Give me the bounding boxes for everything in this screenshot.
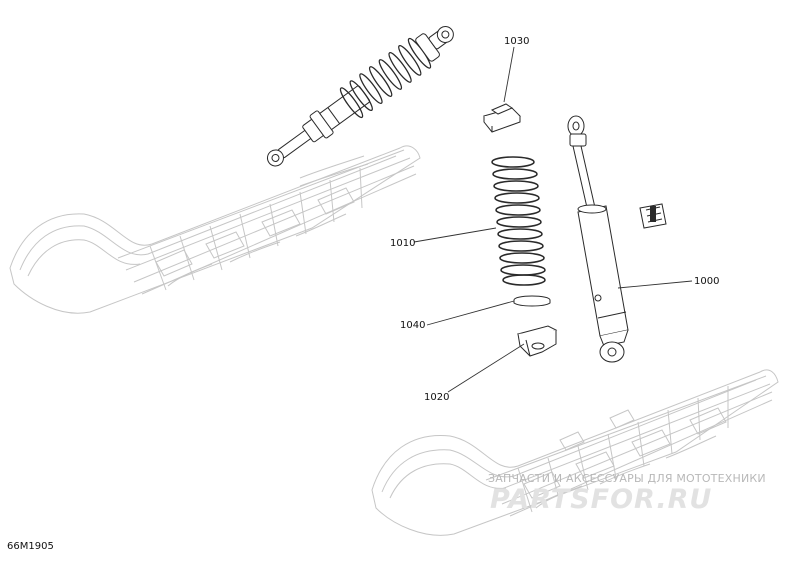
drawing-code: 66M1905 [7,541,54,552]
callout-1030: 1030 [504,36,530,47]
clip-part [639,203,667,229]
part-1040-washer [513,295,551,307]
leader-1000 [617,280,693,289]
leader-1020 [447,343,525,393]
watermark-tagline: ЗАПЧАСТИ И АКСЕССУАРЫ ДЛЯ МОТОТЕХНИКИ [488,472,766,485]
part-1000-shock [567,115,629,363]
leader-lines [413,46,693,393]
callout-1020: 1020 [424,392,450,403]
watermark-brand: PARTSFOR.RU [490,484,713,515]
callout-1040: 1040 [400,320,426,331]
part-1020-seat [516,325,558,357]
leader-1040 [426,300,515,326]
ski-lower-right [371,369,779,536]
ski-upper-left [9,145,421,314]
leader-1010 [413,227,497,243]
callout-1000: 1000 [694,276,720,287]
callout-1010: 1010 [390,238,416,249]
part-1030-cap [483,103,521,133]
leader-1030 [503,46,515,103]
part-1010-spring [491,156,546,286]
shock-assembly [266,26,454,167]
